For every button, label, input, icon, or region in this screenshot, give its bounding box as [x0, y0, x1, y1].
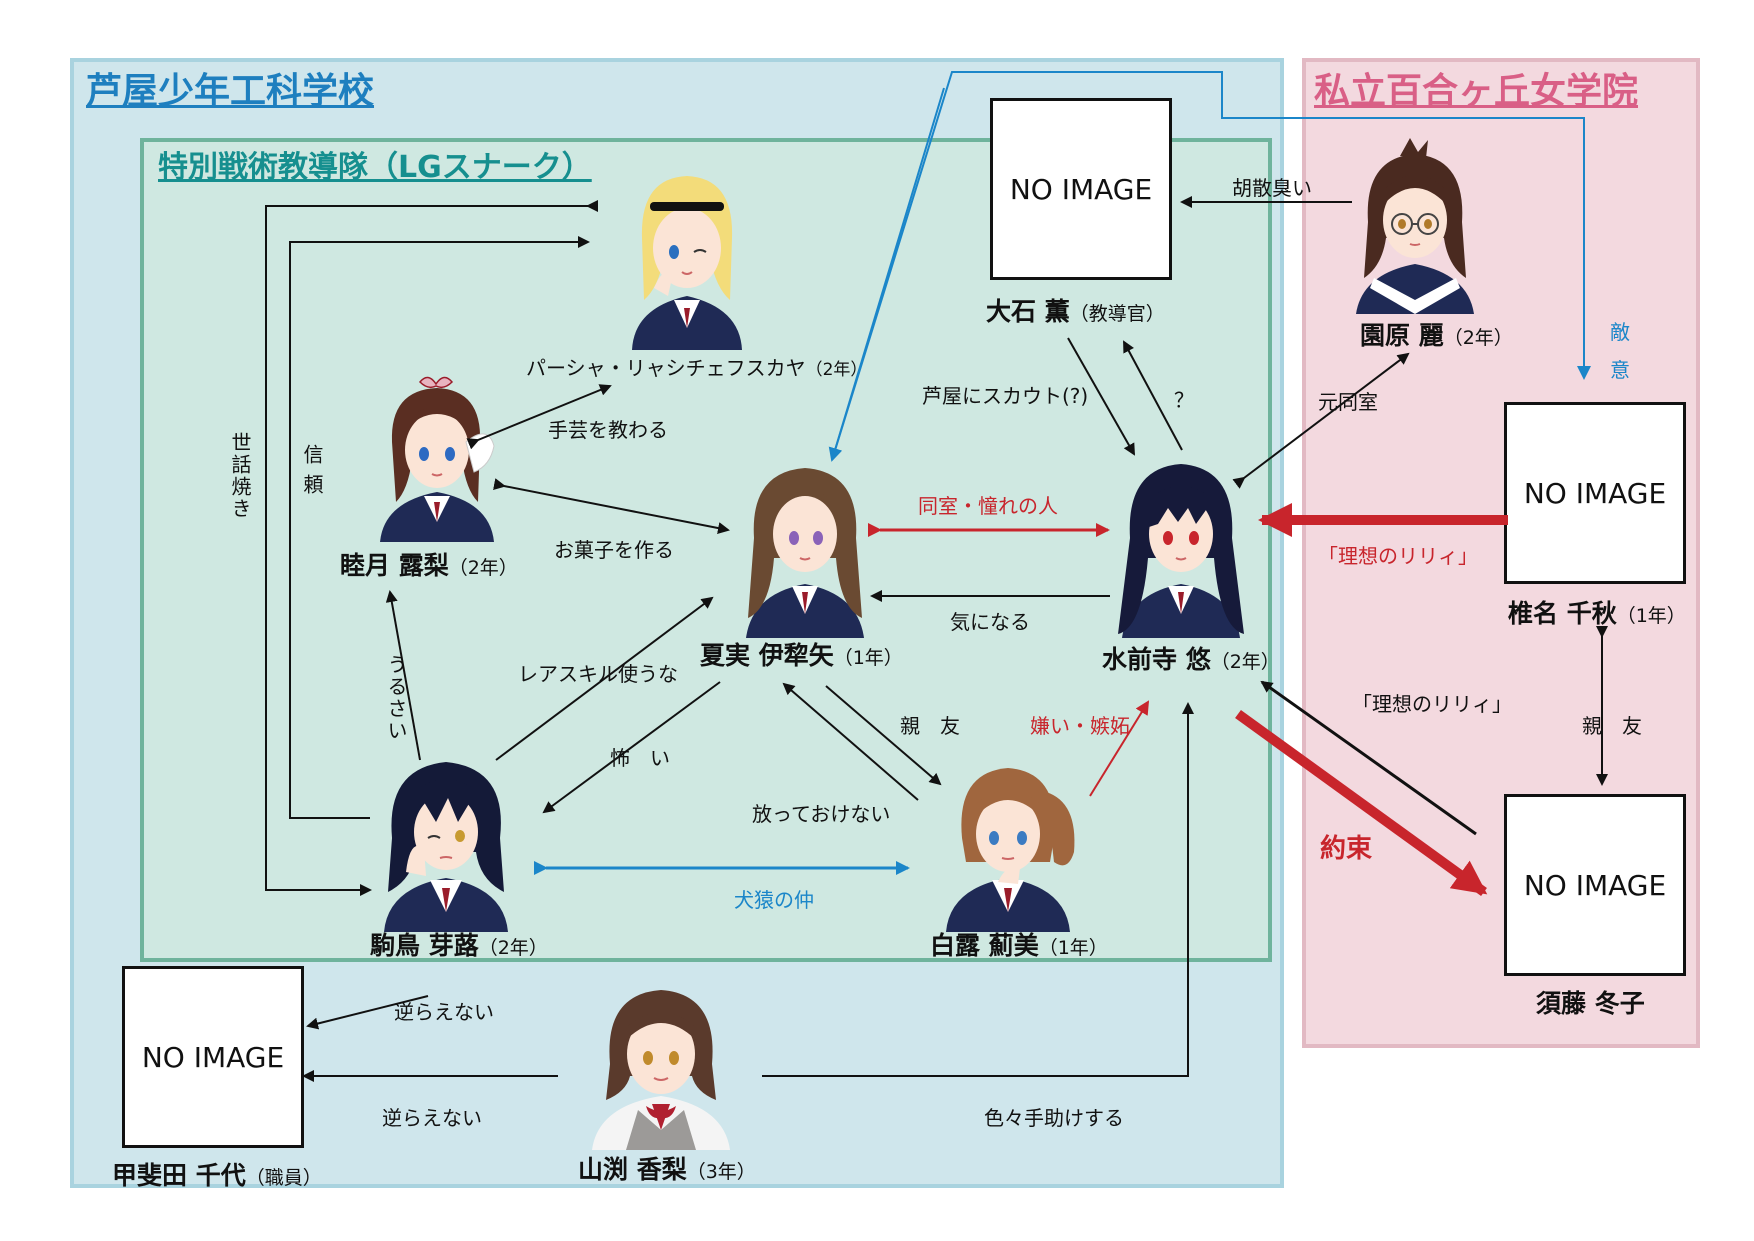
shiina-no-image: NO IMAGE: [1504, 402, 1686, 584]
sonohara-name: 園原 麗（2年）: [1360, 321, 1513, 350]
arrow-risou2: [1260, 680, 1477, 836]
arrow-sakaraenai1: [306, 995, 429, 1030]
label-iroiro: 色々手助けする: [984, 1106, 1124, 1130]
arrow-urusai: [385, 590, 421, 761]
label-i: 意: [1610, 358, 1630, 382]
rival-school-title: 私立百合ヶ丘女学院: [1314, 71, 1639, 112]
kaida-no-image: NO IMAGE: [122, 966, 304, 1148]
label-kirai: 嫌い・嫉妬: [1030, 714, 1130, 738]
arrow-hotte: [782, 682, 919, 801]
sudo-no-image: NO IMAGE: [1504, 794, 1686, 976]
oishi-name: 大石 薫（教導官）: [986, 297, 1165, 326]
label-shinrai: 信頼: [300, 444, 324, 504]
label-teki: 敵: [1610, 320, 1630, 344]
pasha-name: パーシャ・リャシチェフスカヤ（2年）: [526, 356, 868, 380]
shiina-name: 椎名 千秋（1年）: [1508, 599, 1686, 628]
school-title: 芦屋少年工科学校: [86, 71, 375, 112]
yamabuchi-portrait: [592, 990, 730, 1150]
arrow-enmity: [831, 71, 1591, 461]
mizenji-name: 水前寺 悠（2年）: [1102, 645, 1280, 674]
arrow-moto-doushitsu: [1232, 352, 1410, 489]
kaida-name: 甲斐田 千代（職員）: [112, 1161, 322, 1190]
label-usankusai: 胡散臭い: [1232, 176, 1312, 200]
natsumi-portrait: [746, 468, 864, 638]
label-kenen: 犬猿の仲: [734, 888, 814, 912]
arrow-kirai: [1089, 700, 1150, 797]
label-sewayaki: 世話焼き: [228, 432, 252, 520]
shiratsuyu-name: 白露 薊美（1年）: [930, 931, 1108, 960]
arrow-kowai: [542, 681, 721, 814]
label-shinyu2: 親 友: [1582, 714, 1642, 738]
label-sakaraenai1: 逆らえない: [394, 1000, 494, 1024]
arrow-okashi: [493, 478, 730, 534]
sonohara-portrait: [1356, 138, 1474, 314]
arrow-yakusoku: [1235, 709, 1488, 897]
yamabuchi-name: 山渕 香梨（3年）: [578, 1155, 756, 1184]
sudo-name: 須藤 冬子: [1536, 989, 1645, 1018]
label-risou2: 「理想のリリィ」: [1352, 692, 1512, 716]
label-sakaraenai2: 逆らえない: [382, 1106, 482, 1130]
pasha-portrait: [632, 176, 742, 350]
label-doushitsu: 同室・憧れの人: [918, 494, 1058, 518]
mizenji-portrait: [1118, 464, 1244, 638]
label-scout: 芦屋にスカウト(?): [922, 384, 1089, 408]
label-moto-doushitsu: 元同室: [1318, 390, 1378, 414]
arrow-shinyu1: [825, 685, 942, 786]
mutsuki-name: 睦月 露梨（2年）: [340, 551, 518, 580]
label-risou1: 「理想のリリィ」: [1318, 544, 1478, 568]
arrow-sewayaki: [265, 200, 598, 896]
unit-title: 特別戦術教導隊（LGスナーク）: [158, 150, 592, 185]
arrow-shugei: [466, 384, 612, 450]
label-kininaru: 気になる: [950, 610, 1030, 634]
label-rare-skill: レアスキル使うな: [518, 662, 678, 686]
label-question: ？: [1174, 388, 1194, 412]
oishi-no-image: NO IMAGE: [990, 98, 1172, 280]
label-yakusoku: 約束: [1320, 834, 1373, 864]
komadori-name: 駒鳥 芽蕗（2年）: [370, 931, 548, 960]
arrow-iroiro: [762, 702, 1194, 1077]
arrow-oishi-mizenji: [1067, 337, 1135, 456]
natsumi-name: 夏実 伊犂矢（1年）: [700, 641, 903, 670]
label-kowai: 怖 い: [610, 746, 670, 770]
shiratsuyu-portrait: [946, 768, 1075, 932]
arrow-shinrai: [289, 236, 590, 819]
label-shinyu1: 親 友: [900, 714, 960, 738]
arrow-enmity-head: [828, 87, 945, 462]
arrow-mizenji-oishi: [1123, 340, 1183, 451]
label-hotte: 放っておけない: [752, 802, 891, 826]
label-shugei: 手芸を教わる: [548, 418, 668, 442]
label-okashi: お菓子を作る: [554, 538, 674, 562]
arrow-rare-skill: [495, 596, 714, 761]
label-urusai: うるさい: [384, 654, 408, 742]
